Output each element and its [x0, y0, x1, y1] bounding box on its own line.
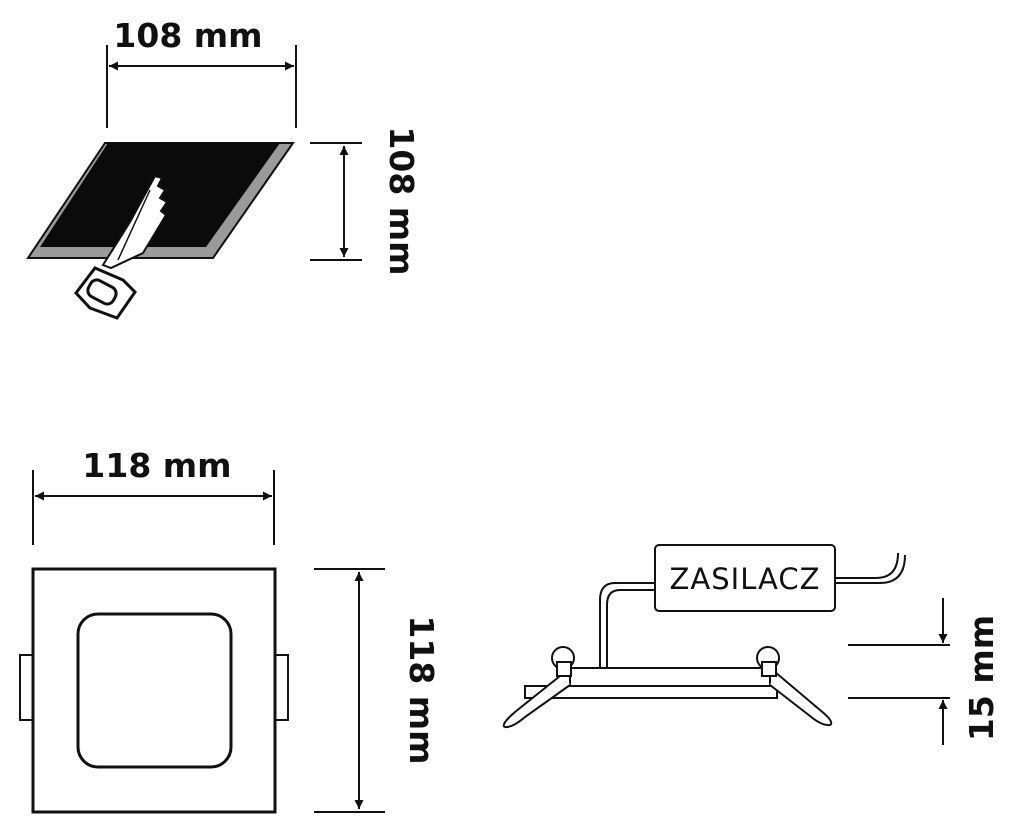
power-cable [834, 552, 899, 579]
driver-box [654, 544, 836, 612]
driver-label: ZASILACZ [670, 562, 821, 596]
depth-label: 15 mm [962, 615, 1001, 741]
saw-icon [74, 174, 169, 320]
cutout-view: 108 mm 108 mm [26, 16, 421, 320]
power-cable [834, 554, 906, 584]
panel-body [569, 667, 771, 687]
panel-flange [524, 685, 778, 699]
driver-cable [599, 582, 655, 668]
spring-clip-right [769, 671, 833, 727]
cutout-height-label: 108 mm [382, 126, 421, 275]
panel-width-label: 118 mm [82, 446, 231, 485]
panel-light-area [76, 612, 233, 769]
panel-height-label: 118 mm [402, 615, 441, 764]
spring-pivot-right-base [761, 661, 777, 677]
spring-pivot-left-base [556, 661, 572, 677]
cutout-width-label: 108 mm [113, 16, 262, 55]
driver-cable [606, 589, 655, 668]
spring-clip-left [502, 671, 571, 729]
panel-front-view: 118 mm 118 mm [19, 446, 441, 814]
panel-side-view: ZASILACZ 15 mm [502, 544, 1001, 745]
